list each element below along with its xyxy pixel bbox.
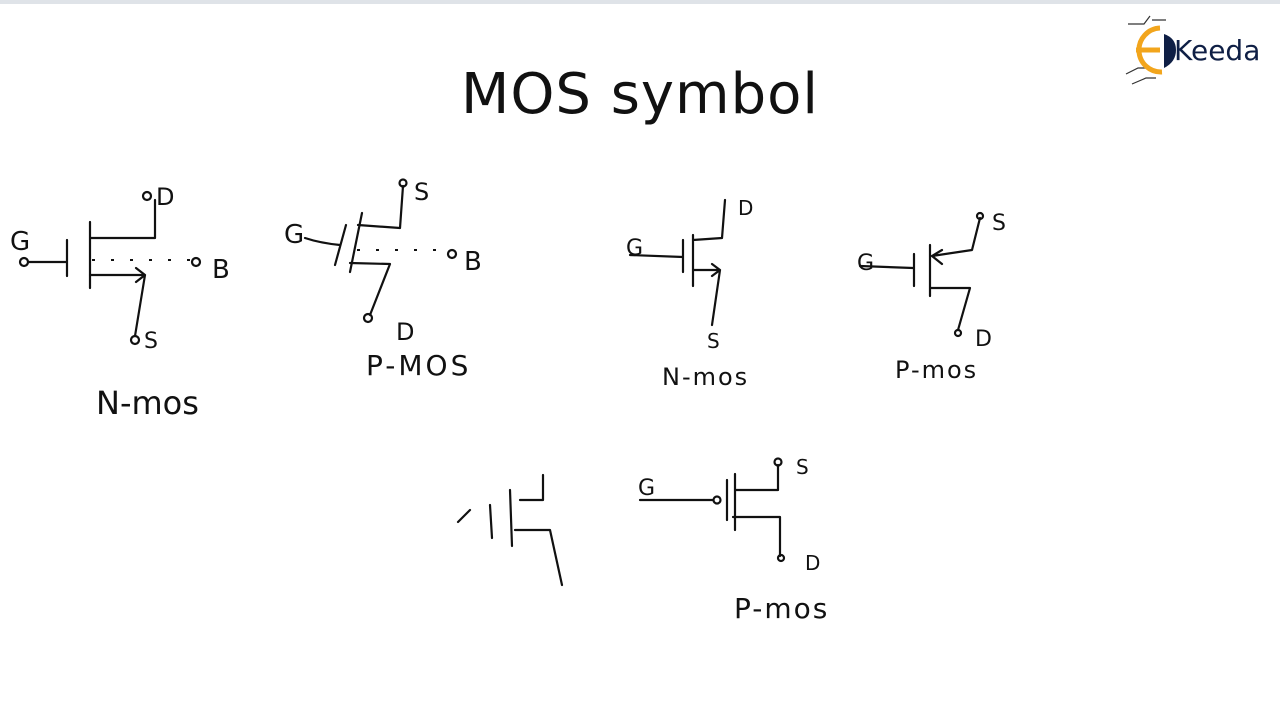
terminal-label: B [464, 247, 482, 277]
pmos-symbol: G S D P-mos [857, 211, 1006, 384]
terminal-label: G [284, 220, 304, 250]
ekeeda-logo: Keeda [1125, 15, 1260, 85]
page-title: MOS symbol [461, 62, 819, 127]
terminal-label: G [638, 476, 655, 501]
terminal-label: S [796, 455, 809, 479]
terminal-label: D [738, 196, 753, 220]
terminal-label: B [212, 255, 230, 285]
terminal-label: D [396, 318, 414, 346]
caption: P-mos [895, 356, 978, 384]
pmos-symbol-bottom: G S D P-mos [638, 455, 829, 625]
caption: N-mos [96, 384, 199, 422]
simplified-mos-sketch [456, 473, 564, 587]
pmos-symbol-with-body: G S B D P-MOS [284, 178, 482, 382]
terminal-label: S [144, 329, 158, 354]
caption: P-MOS [366, 349, 471, 382]
terminal-label: S [414, 178, 429, 206]
caption: N-mos [662, 363, 749, 391]
terminal-label: D [975, 327, 992, 352]
terminal-label: S [707, 329, 720, 353]
caption: P-mos [734, 592, 829, 625]
terminal-label: D [805, 551, 820, 575]
terminal-label: S [992, 211, 1006, 236]
top-bar [0, 0, 1280, 4]
terminal-label: G [857, 251, 874, 276]
terminal-label: G [10, 227, 30, 257]
nmos-symbol: G D S N-mos [626, 196, 753, 391]
logo-text: Keeda [1174, 34, 1260, 67]
terminal-label: G [626, 236, 643, 261]
nmos-symbol-with-body: G D B S N-mos [10, 183, 230, 422]
terminal-label: D [156, 183, 174, 211]
